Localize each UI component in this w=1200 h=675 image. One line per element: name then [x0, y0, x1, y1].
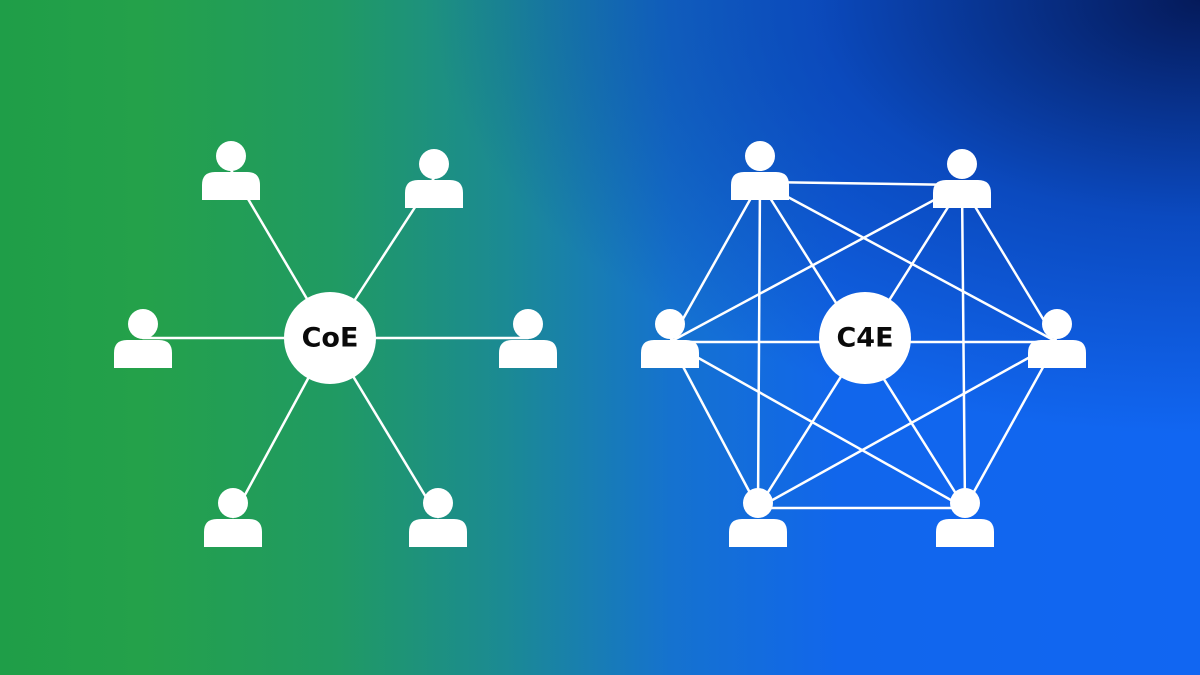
- person-icon: [731, 141, 789, 200]
- coe-hub-label: CoE: [302, 323, 359, 354]
- person-icon: [641, 309, 699, 368]
- c4e-hub-label: C4E: [836, 323, 893, 354]
- coe-hub-circle: [284, 292, 376, 384]
- c4e-link: [960, 183, 967, 510]
- c4e-link: [668, 183, 964, 344]
- person-icon: [936, 488, 994, 547]
- person-icon: [1028, 309, 1086, 368]
- c4e-link: [758, 180, 964, 187]
- person-icon: [729, 488, 787, 547]
- c4e-link: [756, 180, 762, 510]
- person-icon: [114, 309, 172, 368]
- c4e-hub: C4E: [819, 292, 911, 384]
- c4e-hub-circle: [819, 292, 911, 384]
- c4e-link: [758, 180, 1059, 344]
- person-icon: [409, 488, 467, 547]
- c4e-link: [963, 340, 1059, 510]
- coe-hub: CoE: [284, 292, 376, 384]
- person-icon: [405, 149, 463, 208]
- person-icon: [933, 149, 991, 208]
- c4e-link: [960, 183, 1059, 344]
- person-icon: [204, 488, 262, 547]
- c4e-link: [668, 340, 760, 510]
- c4e-link: [668, 340, 967, 510]
- c4e-link: [756, 340, 1059, 510]
- c4e-network: C4E: [641, 141, 1086, 547]
- c4e-members: [641, 141, 1086, 547]
- person-icon: [202, 141, 260, 200]
- person-icon: [499, 309, 557, 368]
- coe-network: CoE: [114, 141, 557, 547]
- coe-members: [114, 141, 557, 547]
- c4e-link: [668, 180, 762, 344]
